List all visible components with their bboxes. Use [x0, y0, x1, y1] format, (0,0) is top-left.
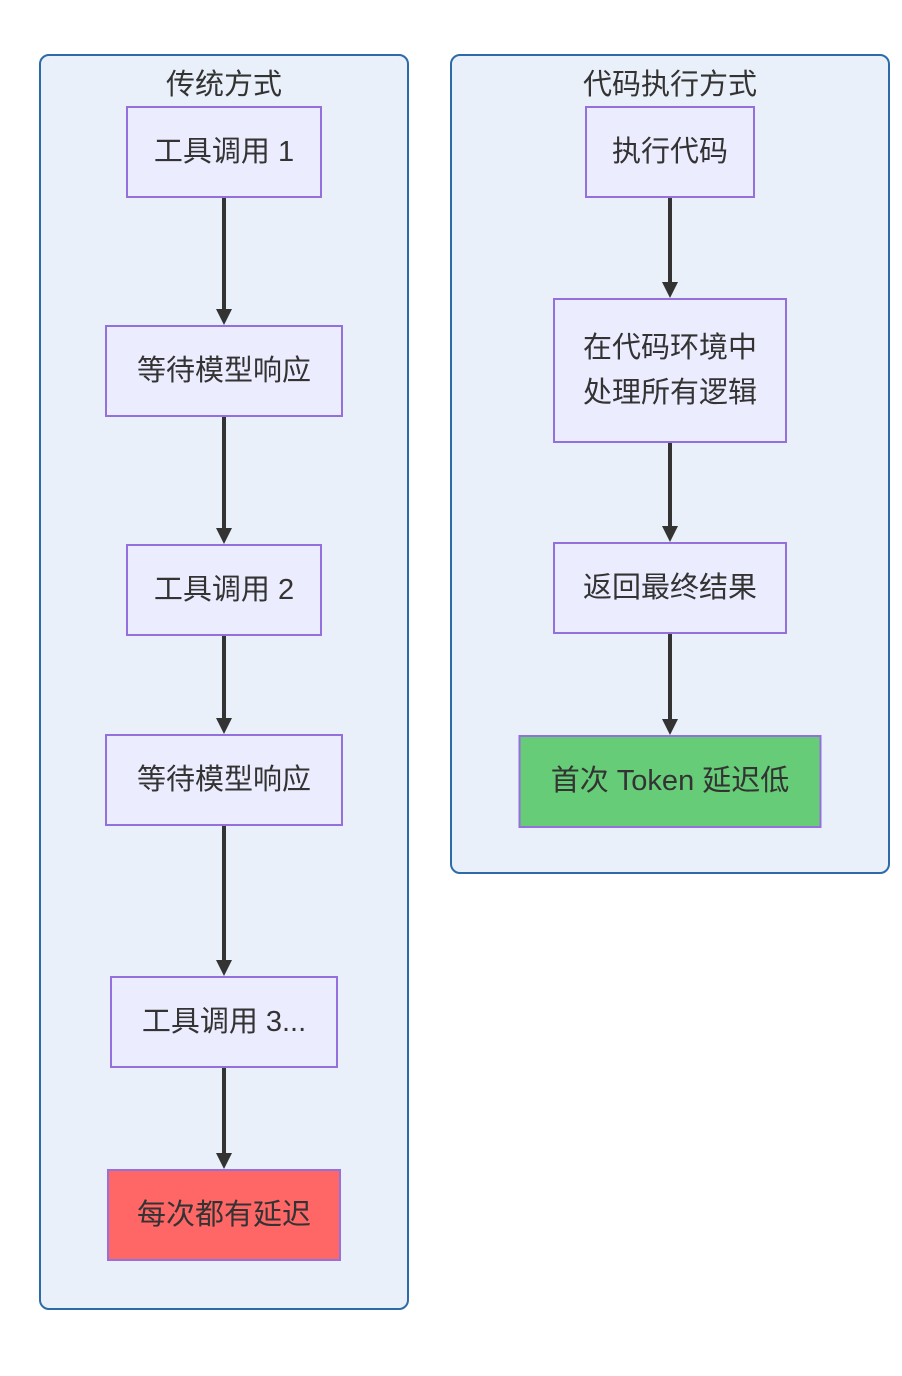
arrow-shaft: [668, 443, 672, 526]
node-low-first-token-latency: 首次 Token 延迟低: [518, 735, 822, 828]
node-wait-model-response-2: 等待模型响应: [105, 734, 343, 826]
arrow-head-icon: [216, 718, 232, 734]
arrow-head-icon: [662, 526, 678, 542]
node-execute-code: 执行代码: [585, 106, 755, 198]
arrow-shaft: [668, 634, 672, 719]
flow-arrow-down-icon: [216, 417, 232, 544]
node-wait-model-response-1: 等待模型响应: [105, 325, 343, 417]
arrow-head-icon: [216, 960, 232, 976]
flow-arrow-down-icon: [662, 198, 678, 298]
arrow-head-icon: [662, 719, 678, 735]
cluster-traditional: 传统方式 工具调用 1 等待模型响应 工具调用 2 等待模型响应 工具调用 3.…: [39, 54, 409, 1310]
arrow-head-icon: [216, 1153, 232, 1169]
flow-arrow-down-icon: [662, 634, 678, 735]
flow-arrow-down-icon: [216, 198, 232, 325]
flow-arrow-down-icon: [216, 1068, 232, 1169]
cluster-traditional-title: 传统方式: [165, 69, 282, 101]
flow-arrow-down-icon: [662, 443, 678, 542]
arrow-shaft: [668, 198, 672, 282]
arrow-shaft: [222, 198, 226, 309]
arrow-head-icon: [662, 282, 678, 298]
node-handle-all-logic-in-code-env: 在代码环境中 处理所有逻辑: [553, 298, 787, 443]
flow-arrow-down-icon: [216, 826, 232, 976]
arrow-shaft: [222, 826, 226, 960]
arrow-shaft: [222, 636, 226, 718]
cluster-code-execution: 代码执行方式 执行代码 在代码环境中 处理所有逻辑 返回最终结果 首次 Toke…: [450, 54, 890, 874]
flow-arrow-down-icon: [216, 636, 232, 734]
arrow-head-icon: [216, 528, 232, 544]
node-tool-call-2: 工具调用 2: [126, 544, 322, 636]
cluster-code-execution-title: 代码执行方式: [582, 69, 757, 101]
arrow-shaft: [222, 417, 226, 528]
arrow-shaft: [222, 1068, 226, 1153]
node-return-final-result: 返回最终结果: [553, 542, 787, 634]
node-every-call-has-latency: 每次都有延迟: [107, 1169, 341, 1261]
node-tool-call-3: 工具调用 3...: [110, 976, 338, 1068]
node-tool-call-1: 工具调用 1: [126, 106, 322, 198]
arrow-head-icon: [216, 309, 232, 325]
